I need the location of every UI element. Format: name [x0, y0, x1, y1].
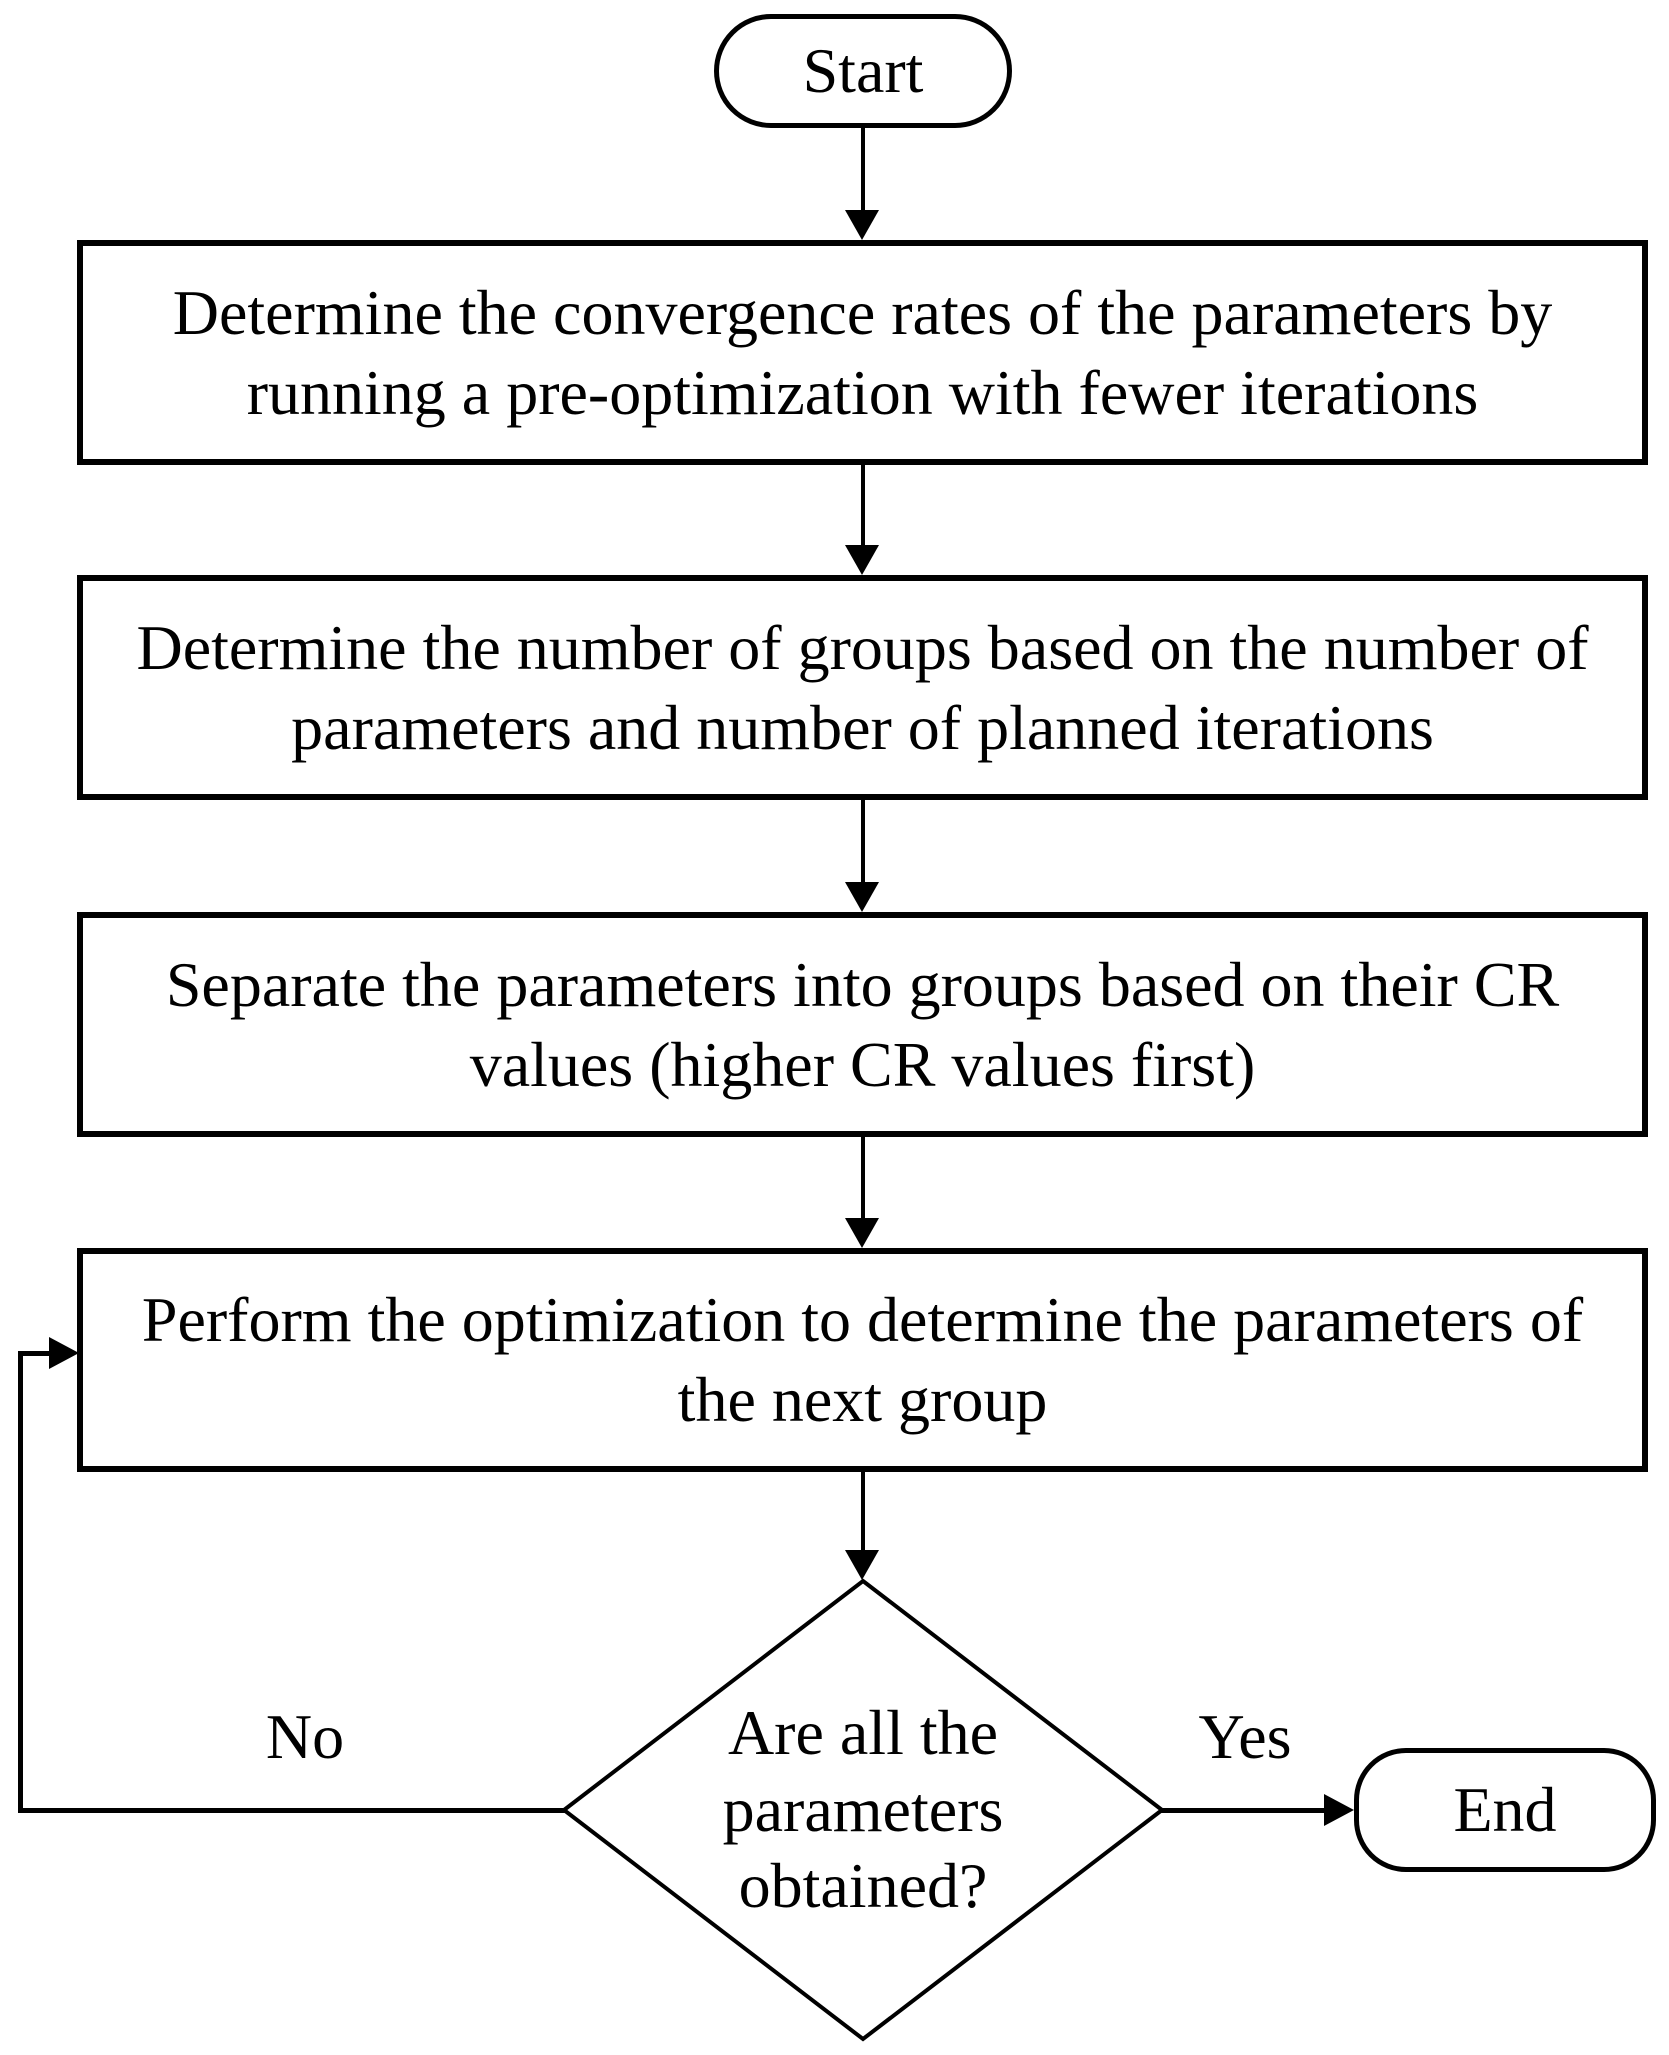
arrow-right-icon	[1324, 1794, 1354, 1826]
connector-yes-branch	[1161, 1808, 1325, 1813]
connector-start-to-step1	[861, 126, 865, 212]
end-node-label: End	[1453, 1774, 1557, 1845]
arrow-right-icon	[49, 1337, 79, 1369]
arrow-down-icon	[845, 545, 879, 575]
decision-node: Are all the parameters obtained?	[563, 1580, 1163, 2040]
connector-no-branch-bottom	[18, 1808, 565, 1813]
start-node: Start	[714, 14, 1012, 128]
connector-step2-to-step3	[861, 798, 865, 884]
yes-branch-label: Yes	[1145, 1698, 1345, 1776]
process-step-1-text: Determine the convergence rates of the p…	[172, 276, 1553, 428]
connector-no-branch-top	[18, 1351, 50, 1356]
decision-node-text: Are all the parameters obtained?	[722, 1696, 1004, 1922]
arrow-down-icon	[845, 1218, 879, 1248]
arrow-down-icon	[845, 1550, 879, 1580]
decision-diamond-shape	[561, 1578, 1165, 2042]
arrow-down-icon	[845, 210, 879, 240]
connector-step4-to-decision	[861, 1470, 865, 1552]
connector-step3-to-step4	[861, 1135, 865, 1220]
process-step-4: Perform the optimization to determine th…	[77, 1248, 1648, 1472]
end-node: End	[1354, 1748, 1656, 1872]
process-step-2: Determine the number of groups based on …	[77, 575, 1648, 800]
arrow-down-icon	[845, 882, 879, 912]
no-label-text: No	[265, 1701, 345, 1772]
process-step-4-text: Perform the optimization to determine th…	[141, 1284, 1584, 1435]
connector-step1-to-step2	[861, 463, 865, 547]
no-branch-label: No	[205, 1698, 405, 1776]
process-step-3-text: Separate the parameters into groups base…	[165, 948, 1560, 1100]
process-step-3: Separate the parameters into groups base…	[77, 912, 1648, 1137]
process-step-2-text: Determine the number of groups based on …	[136, 611, 1589, 763]
process-step-1: Determine the convergence rates of the p…	[77, 240, 1648, 465]
yes-label-text: Yes	[1198, 1701, 1292, 1772]
connector-no-branch-vertical	[18, 1351, 23, 1813]
start-node-label: Start	[802, 35, 924, 106]
